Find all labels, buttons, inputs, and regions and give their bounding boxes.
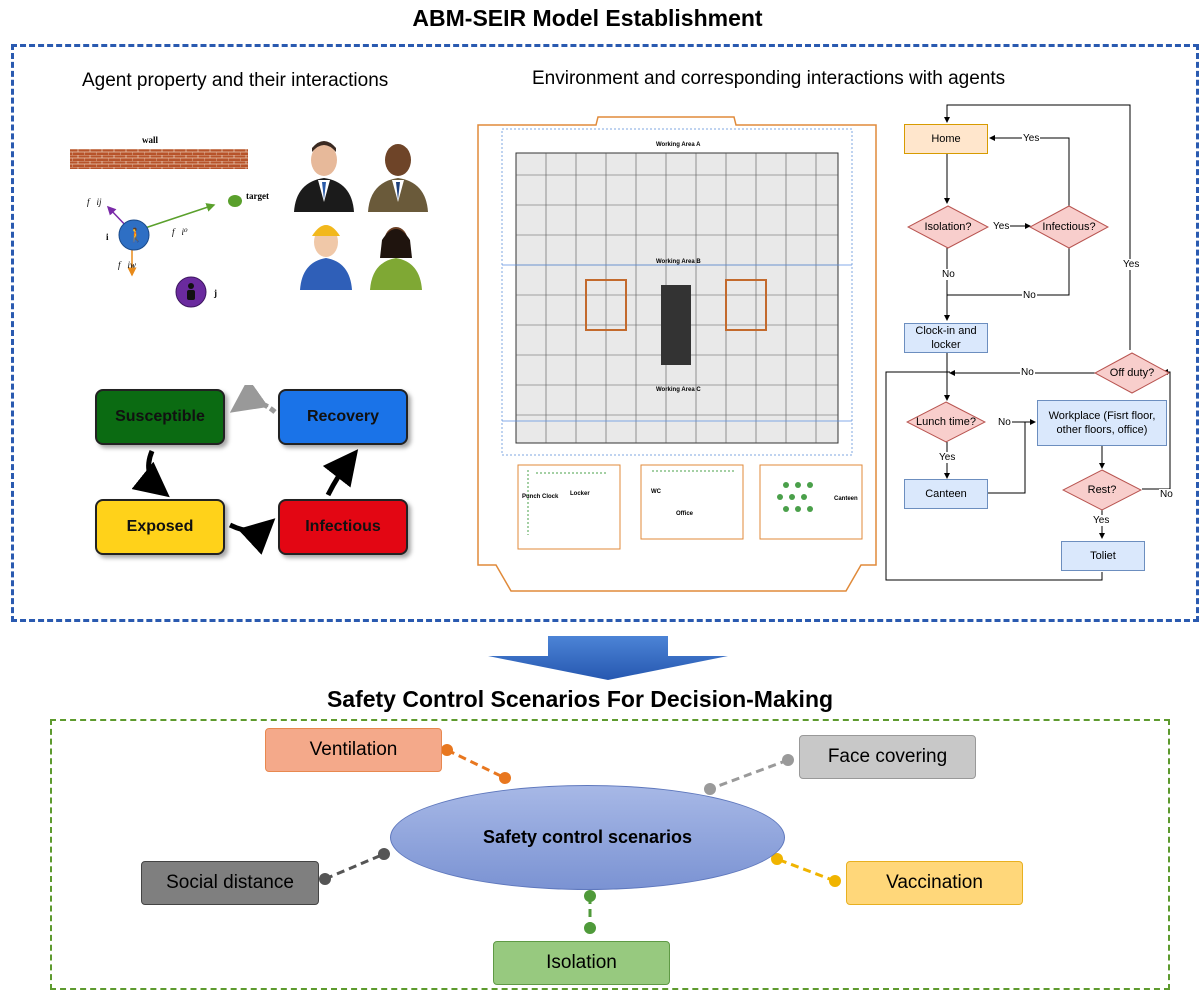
locker-plan: [517, 464, 621, 550]
flow-canteen: Canteen: [904, 479, 988, 509]
susceptible-to-exposed-arrow: [131, 450, 170, 498]
model-establishment-frame: [11, 44, 1199, 622]
seir-exposed: Exposed: [95, 499, 225, 555]
force-i0-label: f⃗i⁰: [172, 227, 188, 237]
working-area-c-label: Working Area C: [656, 387, 701, 393]
environment-section-title: Environment and corresponding interactio…: [532, 68, 1006, 89]
flow-clock-in: Clock-in and locker: [904, 323, 988, 353]
working-area-a-label: Working Area A: [656, 142, 701, 148]
flow-workplace: Workplace (Fisrt floor, other floors, of…: [1037, 400, 1167, 446]
force-i0-arrow: [141, 203, 216, 230]
wall-label: wall: [142, 135, 159, 145]
scenarios-center-ellipse: Safety control scenarios: [390, 785, 785, 890]
scenario-social-distance: Social distance: [141, 861, 319, 905]
avatar-businessman-2: [368, 144, 428, 212]
scenario-face-covering: Face covering: [799, 735, 976, 779]
infectious-to-recovery-arrow: [322, 449, 359, 497]
edge-label-no-isolation: No: [941, 269, 956, 280]
target-marker: [228, 195, 242, 207]
agent-j-label: j: [213, 288, 217, 298]
agent-section-title: Agent property and their interactions: [82, 70, 389, 91]
edge-label-no-rest: No: [1159, 489, 1174, 500]
agent-interaction-diagram: wall target f⃗ij f⃗i⁰ f⃗iw 🚶 i j: [70, 135, 269, 308]
working-area-b-label: Working Area B: [656, 259, 701, 265]
wc-label: WC: [651, 489, 662, 495]
office-plan: [640, 464, 744, 540]
edge-label-yes-off-duty: Yes: [1122, 259, 1141, 270]
scenarios-frame: [50, 719, 1170, 990]
seir-recovery: Recovery: [278, 389, 408, 445]
edge-label-yes-lunch: Yes: [938, 452, 957, 463]
office-label: Office: [676, 511, 694, 517]
canteen-plan-label: Canteen: [834, 496, 858, 502]
people-avatars: [294, 141, 428, 290]
scenarios-section-title: Safety Control Scenarios For Decision-Ma…: [326, 686, 834, 712]
edge-label-yes-isolation: Yes: [992, 221, 1011, 232]
stairwell: [661, 285, 691, 365]
scenario-vaccination: Vaccination: [846, 861, 1023, 905]
locker-label: Locker: [570, 491, 590, 497]
agent-i-label: i: [106, 232, 109, 242]
seir-infectious: Infectious: [278, 499, 408, 555]
avatar-businessman-1: [294, 141, 354, 212]
flow-infectious-decision: Infectious?: [1042, 221, 1096, 233]
down-arrow-icon: [488, 636, 728, 680]
floor-plan: Working Area A Working Area B Working Ar…: [477, 116, 877, 592]
scenario-ventilation: Ventilation: [265, 728, 442, 772]
walker-icon: 🚶: [127, 227, 144, 244]
flow-home: Home: [904, 124, 988, 154]
canteen-plan: [759, 464, 863, 540]
edge-label-yes-rest: Yes: [1092, 515, 1111, 526]
edge-label-no-lunch: No: [997, 417, 1012, 428]
flow-lunch-decision: Lunch time?: [916, 416, 976, 428]
scenario-isolation: Isolation: [493, 941, 670, 985]
wall-shape: [70, 149, 248, 169]
main-title: ABM-SEIR Model Establishment: [412, 5, 763, 31]
avatar-businesswoman: [370, 227, 422, 290]
avatar-engineer: [300, 225, 352, 290]
force-ij-label: f⃗ij: [87, 197, 102, 207]
edge-label-no-infectious: No: [1022, 290, 1037, 301]
seir-transition-arrows: [131, 385, 359, 555]
flow-toilet: Toliet: [1061, 541, 1145, 571]
edge-label-yes-home: Yes: [1022, 133, 1041, 144]
flowchart-edges: [885, 104, 1171, 581]
flow-off-duty-decision: Off duty?: [1109, 367, 1155, 379]
scenario-connectors: [319, 744, 841, 934]
flow-rest-decision: Rest?: [1087, 484, 1117, 496]
edge-label-no-off-duty: No: [1020, 367, 1035, 378]
punch-clock-label: Punch Clock: [522, 494, 559, 500]
force-iw-label: f⃗iw: [118, 260, 136, 270]
seir-susceptible: Susceptible: [95, 389, 225, 445]
agent-i-marker: [118, 219, 150, 251]
exposed-to-infectious-arrow: [228, 518, 276, 555]
target-label: target: [246, 191, 269, 201]
recovery-to-susceptible-arrow: [229, 385, 277, 414]
flow-isolation-decision: Isolation?: [924, 221, 972, 233]
